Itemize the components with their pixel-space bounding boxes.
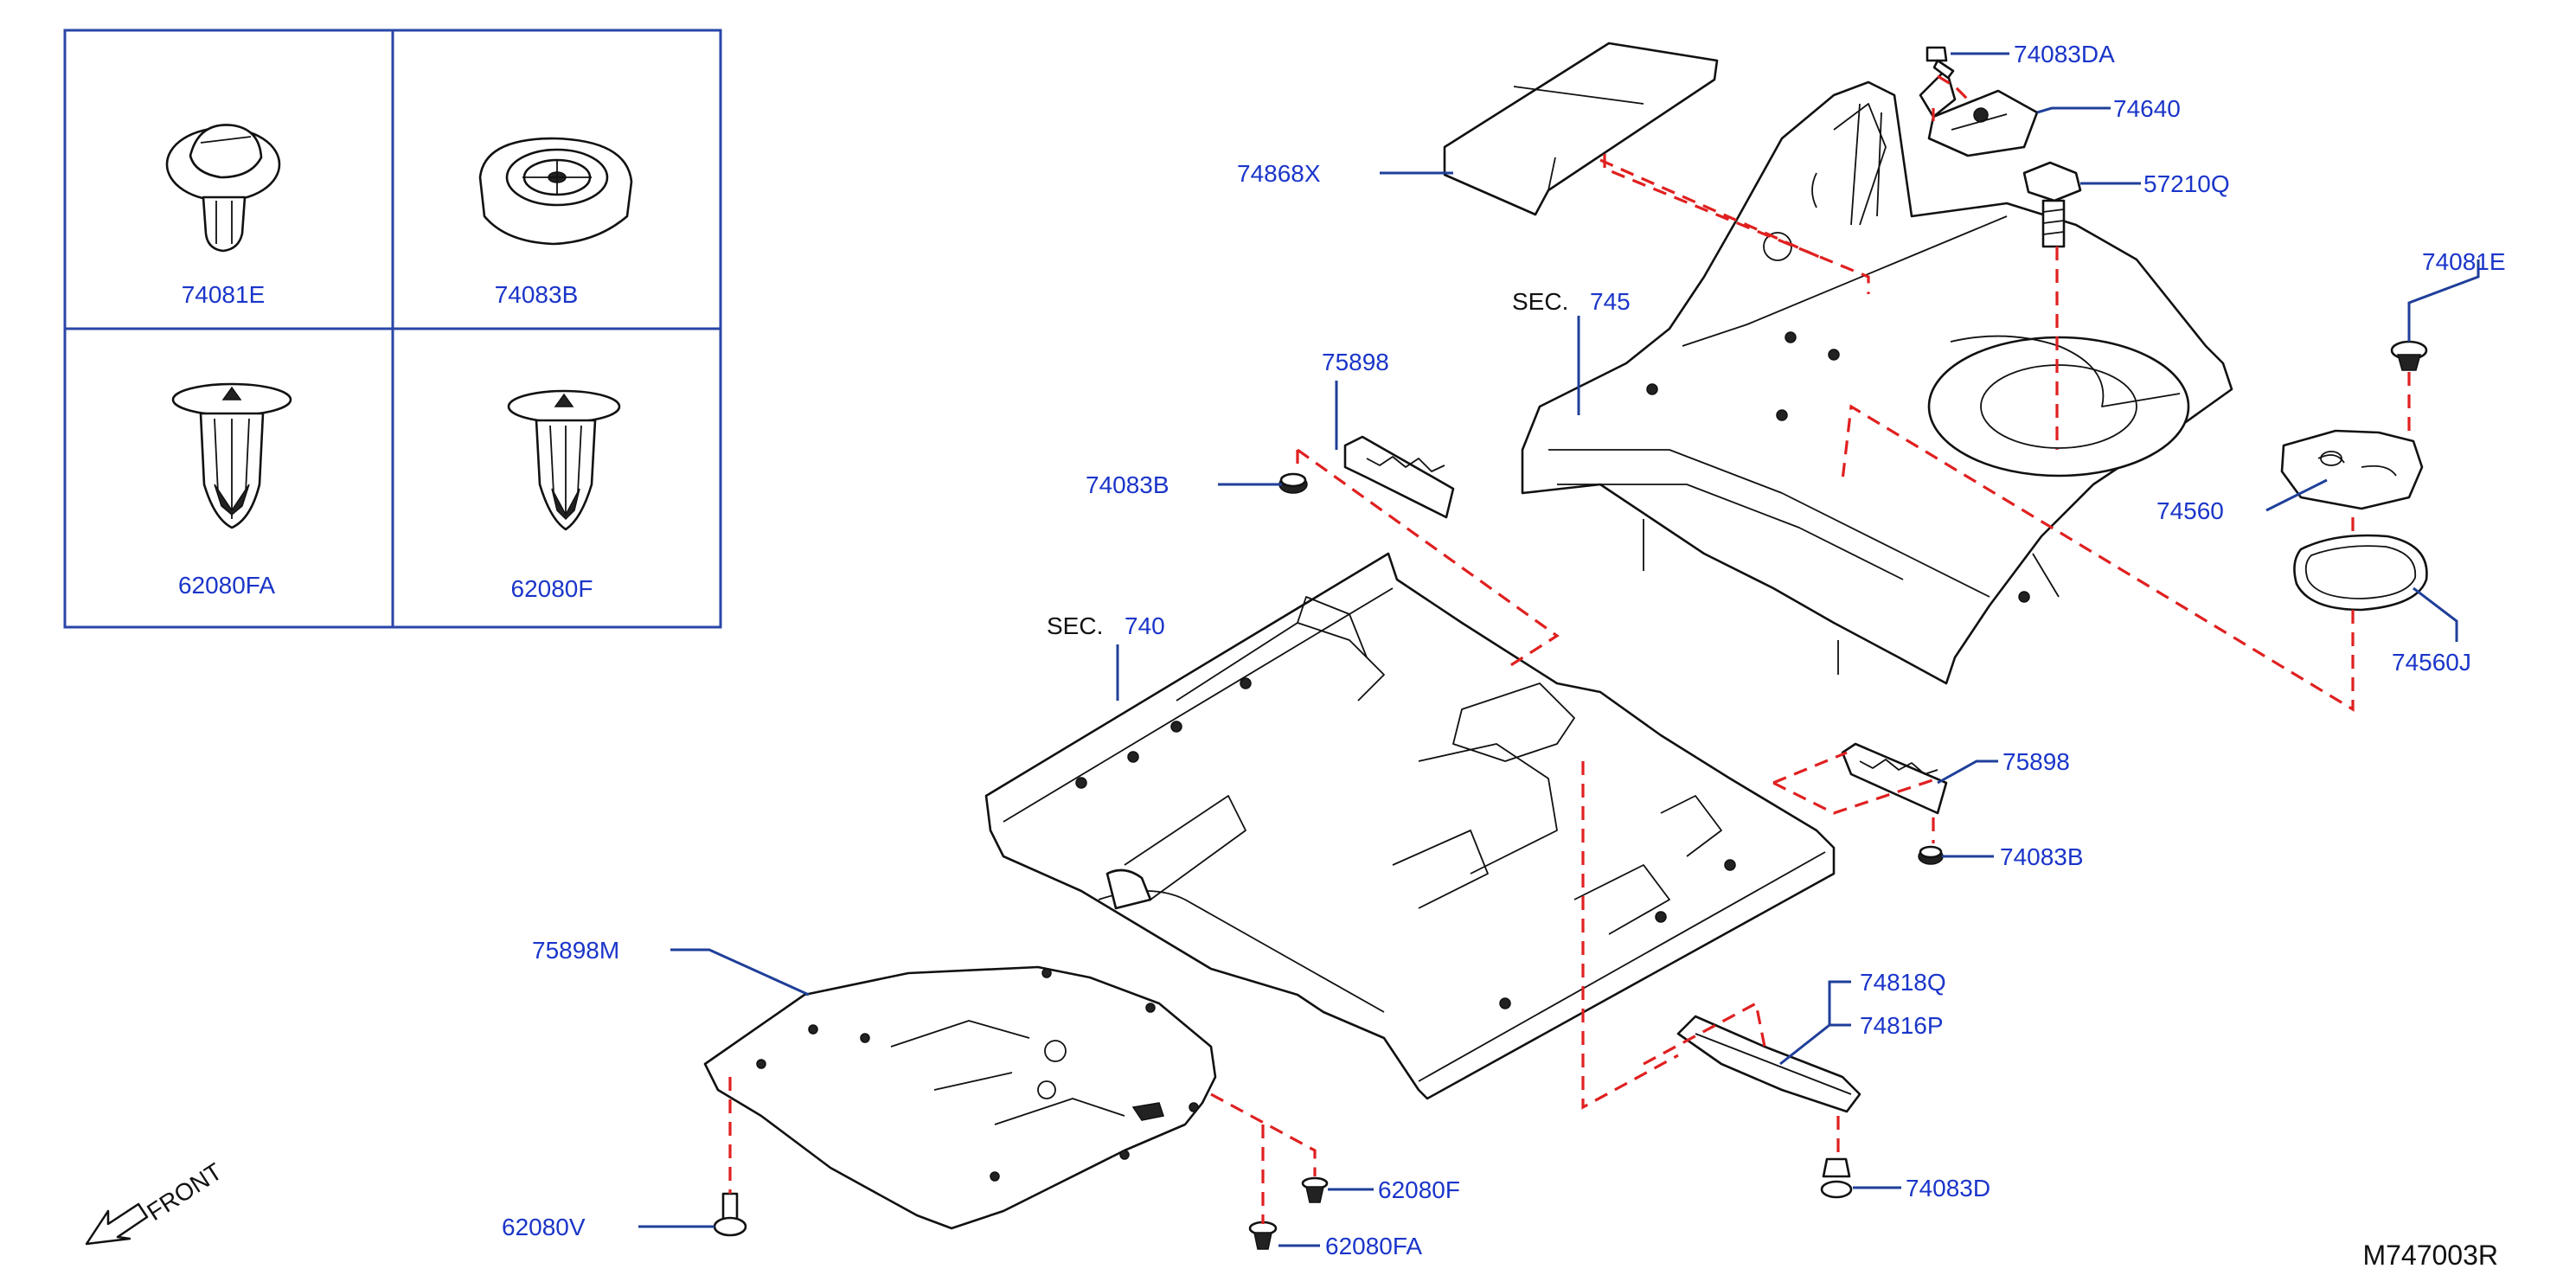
clip-74081E-right [2390,340,2428,371]
bracket-74816P [1676,1015,1862,1113]
undercover-75898M [703,965,1217,1230]
grommet-74083B-icon [478,137,633,246]
label-74083B-left: 74083B [1086,471,1169,498]
push-clip-62080FA-icon [171,382,292,529]
assembly-connectors [728,74,2411,1224]
push-clip-62080F-icon [507,389,621,531]
rear-floor-sec-745 [1521,67,2233,685]
label-74868X: 74868X [1237,160,1321,187]
grommet-74083B-right [1918,845,1944,865]
cover-74560 [2280,429,2424,510]
label-57210Q: 57210Q [2143,170,2230,197]
label-74560J: 74560J [2392,649,2471,676]
seal-74560J [2293,534,2428,612]
inset-label-74081E: 74081E [182,281,266,308]
label-75898M: 75898M [532,937,619,964]
label-74083D: 74083D [1906,1175,1990,1201]
front-indicator: FRONT [85,1158,227,1246]
label-74816P: 74816P [1860,1012,1944,1039]
section-number: 740 [1125,612,1165,639]
section-number: 745 [1590,288,1631,315]
bolt-74083D [1820,1157,1853,1199]
section-ref-740: SEC. 740 [1047,612,1165,639]
spare-tire-nut-57210Q [2022,161,2082,248]
label-74560: 74560 [2156,497,2224,524]
drawing-number: M747003R [2362,1240,2498,1271]
label-74818Q: 74818Q [1860,969,1946,996]
bolt-74083DA [1926,46,1955,80]
inset-label-62080F: 62080F [511,575,593,602]
section-prefix: SEC. [1047,612,1103,639]
front-label: FRONT [142,1158,227,1227]
label-62080FA: 62080FA [1325,1233,1422,1259]
label-62080F: 62080F [1378,1176,1460,1203]
leader-lines [638,52,2480,1247]
label-74083B-right: 74083B [2000,843,2084,870]
front-floor-sec-740 [984,552,1836,1100]
bracket-74640 [1927,89,2039,157]
label-74081E: 74081E [2422,248,2506,275]
section-prefix: SEC. [1512,288,1568,315]
bolt-62080V [713,1192,747,1237]
section-ref-745: SEC. 745 [1512,288,1631,315]
label-75898-right: 75898 [2002,748,2070,775]
inset-label-74083B: 74083B [495,281,579,308]
bracket-75898-right [1841,742,1948,815]
fastener-inset: 74081E 74083B 62080FA 62080F [63,29,722,629]
grommet-74083B-left [1278,472,1308,494]
push-clip-62080F [1301,1176,1329,1203]
inset-label-62080FA: 62080FA [178,572,275,599]
arrow-front-icon [85,1202,149,1246]
label-74083DA: 74083DA [2014,41,2115,67]
push-clip-62080FA [1248,1221,1278,1250]
label-74640: 74640 [2113,95,2181,122]
label-75898-top: 75898 [1322,349,1389,375]
trunk-mat-74868X [1443,42,1719,216]
clip-74081E-icon [165,124,281,253]
bracket-75898-top [1343,435,1455,519]
label-62080V: 62080V [502,1214,586,1240]
callout-labels: 74083DA 74640 57210Q 74868X 74081E 75898… [502,41,2506,1259]
